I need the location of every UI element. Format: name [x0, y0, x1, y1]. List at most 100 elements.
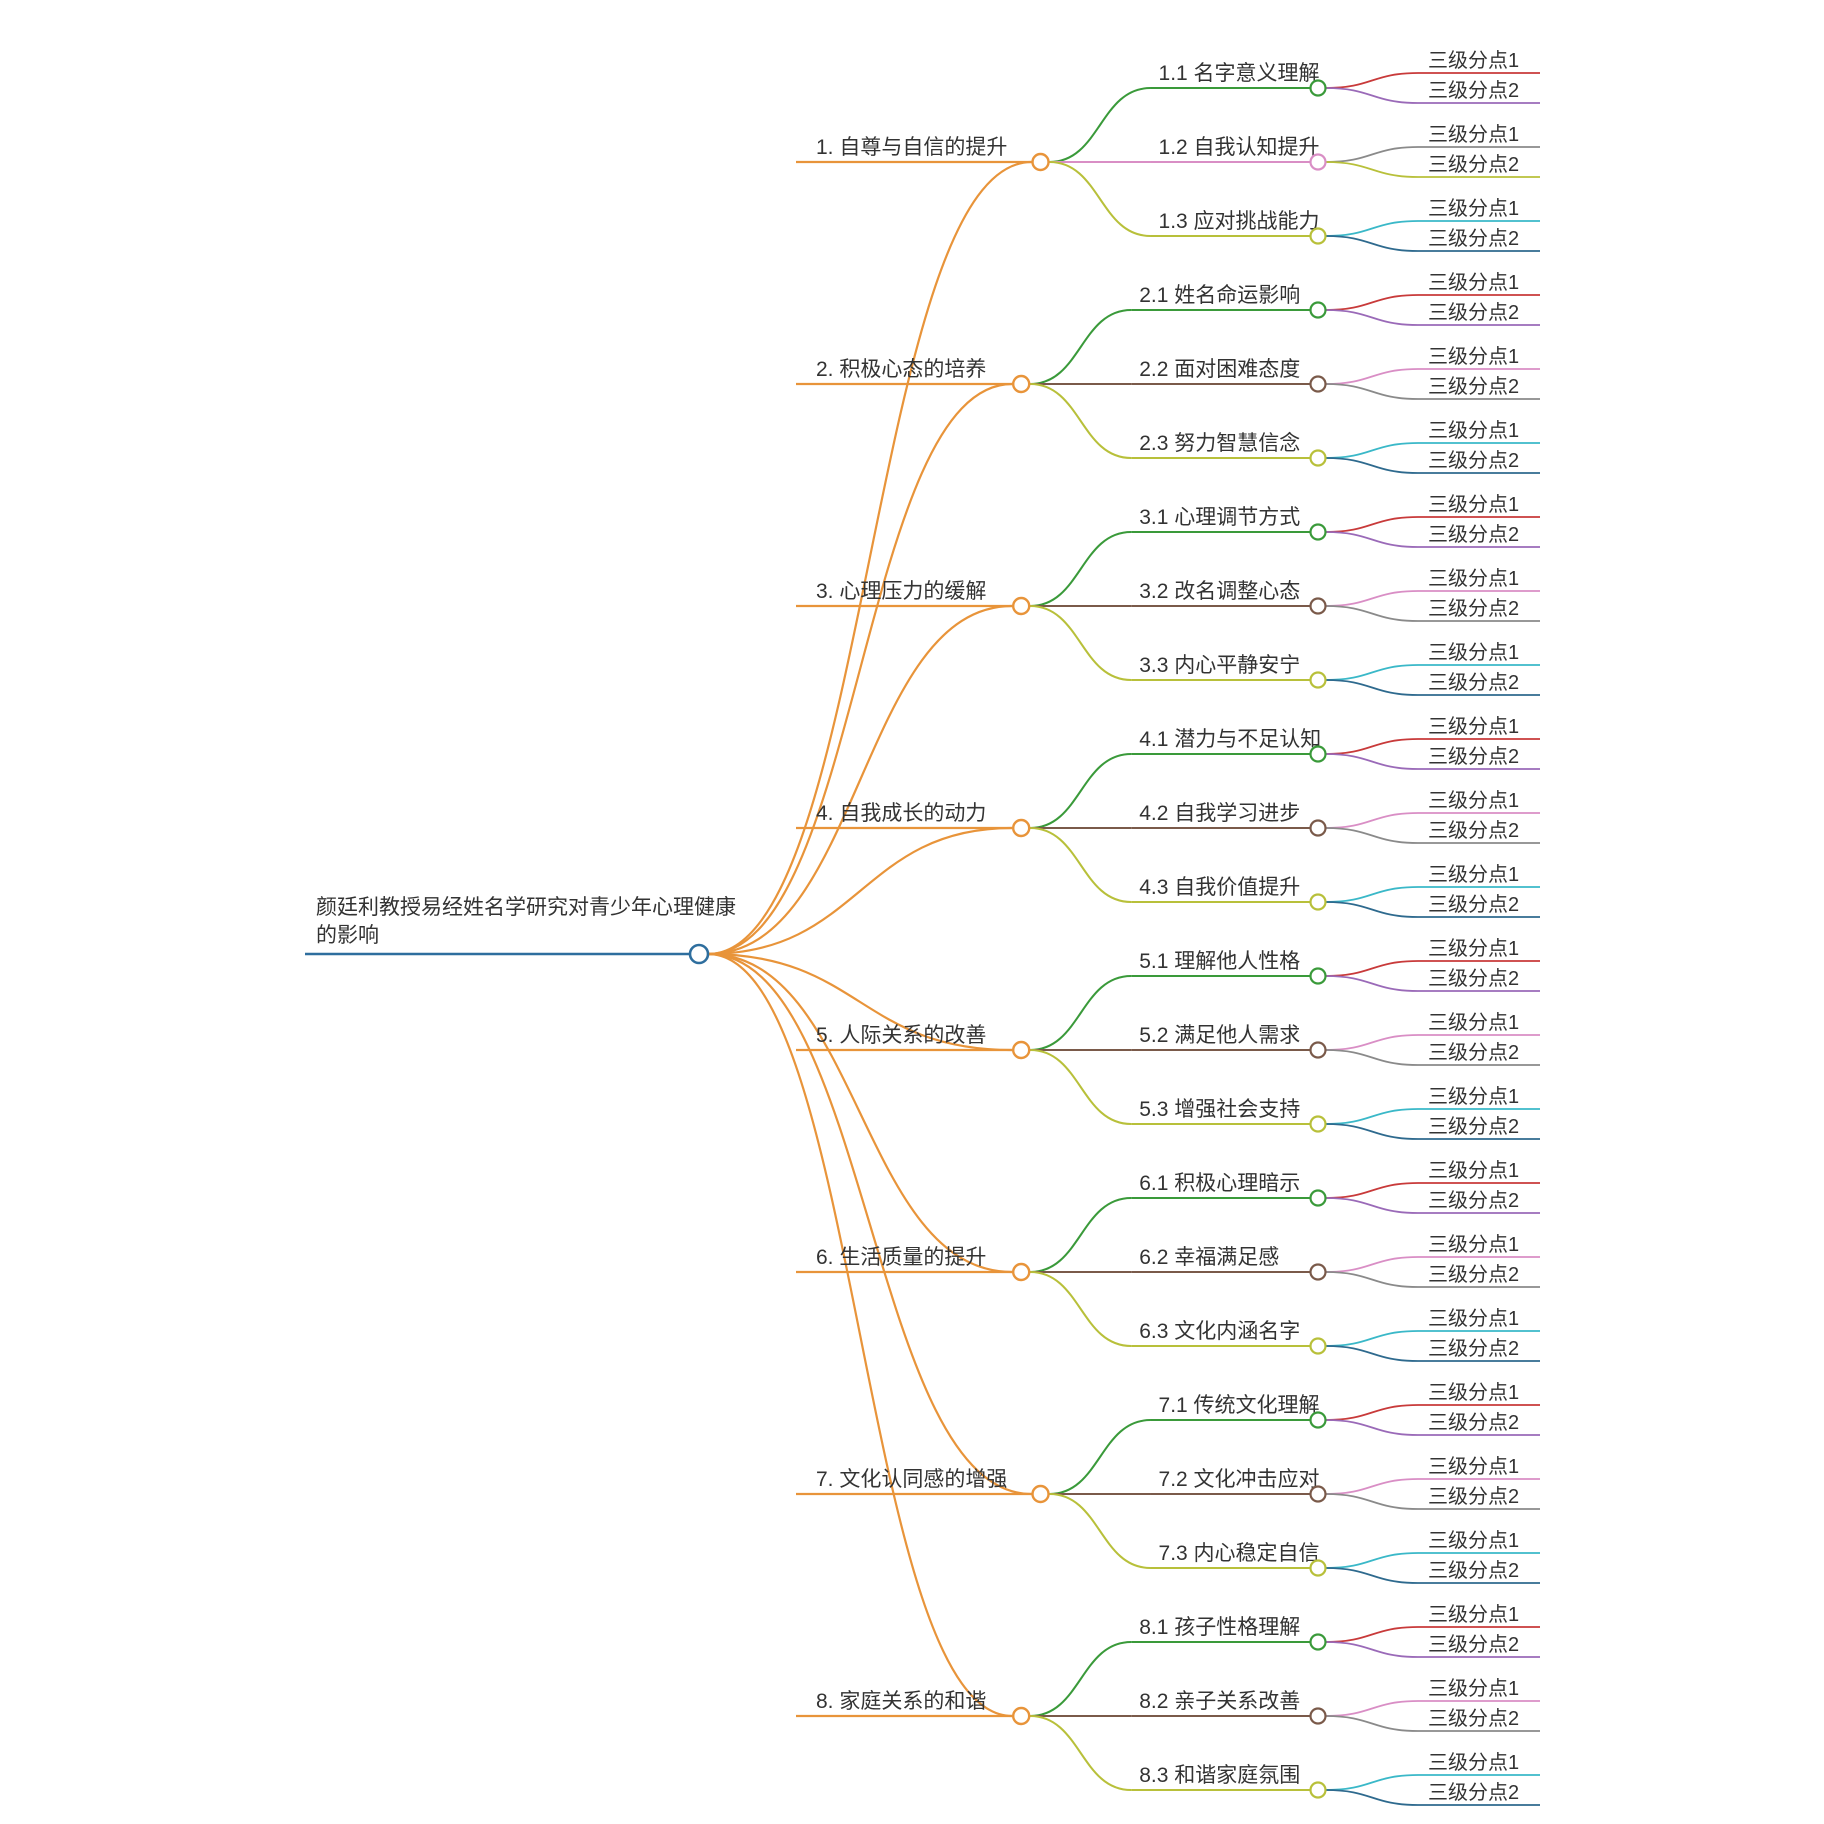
leaf-connector — [1325, 1478, 1419, 1495]
leaf-label-2-1-1: 三级分点1 — [1428, 271, 1519, 294]
sub-connector — [1049, 161, 1151, 237]
sub-node[interactable] — [1309, 79, 1327, 97]
sub-node[interactable] — [1309, 967, 1327, 985]
root-node[interactable] — [688, 943, 710, 965]
branch-connector — [707, 826, 1013, 956]
branch-label-8: 8. 家庭关系的和谐 — [816, 1690, 986, 1713]
leaf-label-3-3-1: 三级分点1 — [1428, 641, 1519, 664]
sub-node[interactable] — [1309, 523, 1327, 541]
sub-node[interactable] — [1309, 1485, 1327, 1503]
leaf-label-6-2-1: 三级分点1 — [1428, 1233, 1519, 1256]
sub-node[interactable] — [1309, 1115, 1327, 1133]
leaf-label-8-2-1: 三级分点1 — [1428, 1677, 1519, 1700]
node-layer: 颜廷利教授易经姓名学研究对青少年心理健康 的影响 1. 自尊与自信的提升1.1 … — [316, 49, 1519, 1804]
sub-node[interactable] — [1309, 449, 1327, 467]
sub-node[interactable] — [1309, 745, 1327, 763]
leaf-connector — [1325, 1774, 1419, 1791]
leaf-connector — [1325, 886, 1419, 903]
sub-node[interactable] — [1309, 597, 1327, 615]
leaf-connector — [1325, 1049, 1419, 1066]
sub-node[interactable] — [1309, 1263, 1327, 1281]
leaf-connector — [1325, 87, 1419, 104]
sub-node[interactable] — [1309, 1337, 1327, 1355]
leaf-connector — [1325, 368, 1419, 385]
root-title-line-2: 的影响 — [316, 924, 379, 947]
sub-node[interactable] — [1309, 301, 1327, 319]
leaf-label-1-2-1: 三级分点1 — [1428, 123, 1519, 146]
leaf-label-5-3-1: 三级分点1 — [1428, 1085, 1519, 1108]
leaf-connector — [1325, 1552, 1419, 1569]
branch-node[interactable] — [1012, 1706, 1031, 1726]
sub-connector — [1030, 753, 1132, 829]
sub-node[interactable] — [1309, 1633, 1327, 1651]
leaf-label-4-3-2: 三级分点2 — [1428, 893, 1519, 916]
sub-node[interactable] — [1309, 1411, 1327, 1429]
leaf-label-3-2-2: 三级分点2 — [1428, 597, 1519, 620]
leaf-label-6-3-2: 三级分点2 — [1428, 1337, 1519, 1360]
sub-connector — [1030, 309, 1132, 385]
leaf-connector — [1325, 457, 1419, 474]
sub-connector — [1030, 975, 1132, 1051]
sub-label-2-2: 2.2 面对困难态度 — [1139, 358, 1300, 381]
sub-connector — [1030, 1049, 1132, 1125]
leaf-label-1-2-2: 三级分点2 — [1428, 153, 1519, 176]
leaf-label-4-1-2: 三级分点2 — [1428, 745, 1519, 768]
leaf-connector — [1325, 827, 1419, 844]
sub-node[interactable] — [1309, 375, 1327, 393]
sub-connector — [1030, 531, 1132, 607]
sub-node[interactable] — [1309, 1189, 1327, 1207]
leaf-label-3-1-1: 三级分点1 — [1428, 493, 1519, 516]
branch-connector — [707, 952, 1013, 1052]
branch-node[interactable] — [1012, 596, 1031, 616]
sub-label-5-1: 5.1 理解他人性格 — [1139, 950, 1300, 973]
leaf-connector — [1325, 1419, 1419, 1436]
leaf-label-7-2-1: 三级分点1 — [1428, 1455, 1519, 1478]
branch-node[interactable] — [1031, 1484, 1050, 1504]
sub-node[interactable] — [1309, 1559, 1327, 1577]
leaf-label-1-3-1: 三级分点1 — [1428, 197, 1519, 220]
sub-label-6-2: 6.2 幸福满足感 — [1139, 1246, 1279, 1269]
leaf-connector — [1325, 294, 1419, 311]
leaf-label-6-1-2: 三级分点2 — [1428, 1189, 1519, 1212]
leaf-label-7-1-2: 三级分点2 — [1428, 1411, 1519, 1434]
branch-connector — [707, 604, 1013, 956]
sub-node[interactable] — [1309, 153, 1327, 171]
branch-node[interactable] — [1031, 152, 1050, 172]
sub-node[interactable] — [1309, 1041, 1327, 1059]
sub-label-5-3: 5.3 增强社会支持 — [1139, 1098, 1300, 1121]
sub-node[interactable] — [1309, 671, 1327, 689]
sub-node[interactable] — [1309, 819, 1327, 837]
branch-node[interactable] — [1012, 374, 1031, 394]
leaf-label-4-2-1: 三级分点1 — [1428, 789, 1519, 812]
leaf-label-5-3-2: 三级分点2 — [1428, 1115, 1519, 1138]
branch-node[interactable] — [1012, 1040, 1031, 1060]
sub-label-3-2: 3.2 改名调整心态 — [1139, 580, 1300, 603]
sub-node[interactable] — [1309, 1781, 1327, 1799]
leaf-connector — [1325, 309, 1419, 326]
branch-node[interactable] — [1012, 818, 1031, 838]
leaf-label-7-1-1: 三级分点1 — [1428, 1381, 1519, 1404]
leaf-label-4-2-2: 三级分点2 — [1428, 819, 1519, 842]
leaf-connector — [1325, 901, 1419, 918]
leaf-label-8-1-1: 三级分点1 — [1428, 1603, 1519, 1626]
sub-connector — [1030, 1197, 1132, 1273]
leaf-label-5-2-1: 三级分点1 — [1428, 1011, 1519, 1034]
branch-connector — [707, 382, 1013, 956]
sub-label-2-3: 2.3 努力智慧信念 — [1139, 432, 1300, 455]
leaf-label-1-1-2: 三级分点2 — [1428, 79, 1519, 102]
sub-label-4-1: 4.1 潜力与不足认知 — [1139, 728, 1321, 751]
sub-connector — [1030, 383, 1132, 459]
leaf-connector — [1325, 1626, 1419, 1643]
leaf-connector — [1325, 1034, 1419, 1051]
leaf-label-1-1-1: 三级分点1 — [1428, 49, 1519, 72]
leaf-connector — [1325, 1330, 1419, 1347]
leaf-label-3-3-2: 三级分点2 — [1428, 671, 1519, 694]
sub-node[interactable] — [1309, 893, 1327, 911]
sub-label-1-2: 1.2 自我认知提升 — [1159, 136, 1320, 159]
sub-connector — [1030, 827, 1132, 903]
sub-node[interactable] — [1309, 1707, 1327, 1725]
branch-node[interactable] — [1012, 1262, 1031, 1282]
branch-connector — [707, 952, 1013, 1718]
sub-node[interactable] — [1309, 227, 1327, 245]
